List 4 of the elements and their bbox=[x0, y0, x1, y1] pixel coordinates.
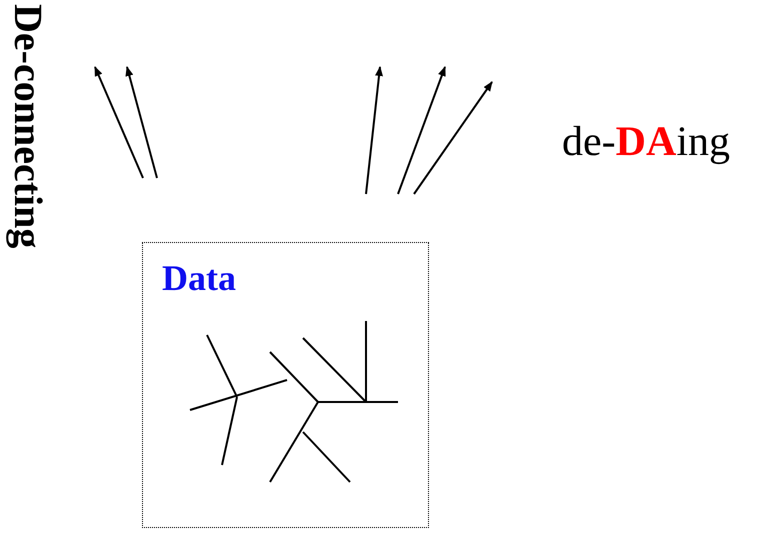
side-label: de-DAing bbox=[562, 118, 730, 166]
dotted-frame bbox=[142, 242, 429, 528]
vertical-label: De-connecting bbox=[5, 4, 52, 248]
frame-heading: Data bbox=[162, 257, 236, 299]
